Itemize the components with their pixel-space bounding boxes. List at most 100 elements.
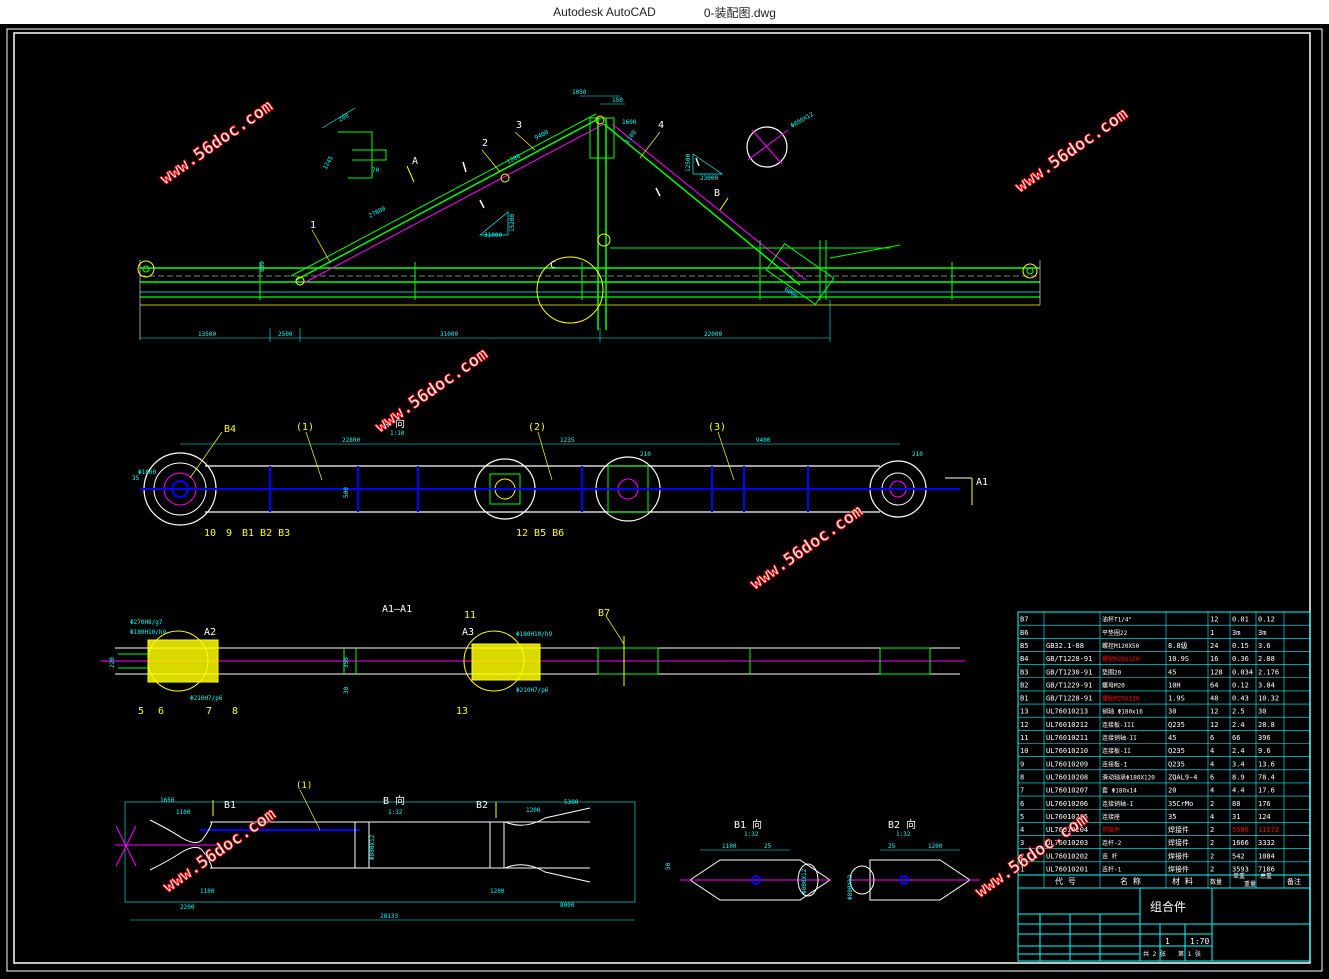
bom-cell-code: GB/T1228-91 — [1046, 695, 1092, 703]
bom-cell-total: 1084 — [1258, 852, 1275, 860]
view-b: B1 B2 B 向 1:32 (1) 1650 1100 1100 2200 2… — [115, 781, 636, 921]
bom-cell-id: 2 — [1020, 852, 1024, 860]
dim-b-28133: 28133 — [380, 913, 398, 920]
bom-cell-id: 11 — [1020, 734, 1028, 742]
bom-cell-mat: ZQAL9-4 — [1168, 773, 1198, 781]
view-a-title: A 向 — [383, 417, 405, 430]
bom-cell-code: UL76010210 — [1046, 747, 1088, 755]
view-a1-section: A1—A1 A2 A3 11 B7 5 6 7 8 13 Φ270H8/g7 Φ… — [100, 604, 965, 717]
part-label-1: 1 — [310, 220, 316, 231]
paren-label-2: (2) — [528, 422, 546, 433]
bom-cell-unit: 2.4 — [1232, 747, 1245, 755]
bom-cell-mat: Q235 — [1168, 721, 1185, 729]
bom-cell-unit: 5586 — [1232, 826, 1249, 834]
bom-cell-code: UL76010211 — [1046, 734, 1088, 742]
bom-cell-name: 油杯T1/4" — [1102, 616, 1132, 624]
dim-top-1600: 1600 — [622, 119, 637, 126]
bom-cell-code: GB32.1-88 — [1046, 642, 1084, 650]
dim-b1-50: 50 — [665, 862, 672, 870]
bom-cell-total: 3.6 — [1258, 642, 1271, 650]
dim-27800: 27800 — [368, 205, 388, 220]
bom-cell-qty: 12 — [1210, 721, 1218, 729]
paren-label-1: (1) — [296, 422, 314, 433]
dim-det-200: 200 — [338, 112, 351, 124]
bom-cell-id: 8 — [1020, 773, 1024, 781]
bom-cell-qty: 2 — [1210, 800, 1214, 808]
outer-frame — [6, 28, 1323, 972]
bom-cell-code: UL76010202 — [1046, 852, 1088, 860]
dim-bot-31000: 31000 — [440, 331, 458, 338]
dim-a-1800: Φ1800 — [138, 469, 156, 476]
bom-cell-total: 3.84 — [1258, 681, 1275, 689]
view-a1-title: A1—A1 — [382, 604, 412, 615]
label-8: 8 — [232, 706, 238, 717]
bom-cell-unit: 0.034 — [1232, 668, 1253, 676]
drawing-svg[interactable]: 1 2 3 4 A B C 1050 150 1600 1100 27800 9… — [0, 24, 1329, 975]
label-b1: B1 — [224, 800, 236, 811]
dim-circ: Φ800X12 — [790, 111, 816, 130]
bom-cell-unit: 8.9 — [1232, 773, 1245, 781]
bom-cell-total: 30 — [1258, 708, 1266, 716]
view-label-b: B — [714, 188, 720, 199]
watermark-3: www.56doc.com — [371, 344, 491, 437]
bom-cell-unit: 0.12 — [1232, 681, 1249, 689]
fit-1: Φ270H8/g7 — [130, 619, 163, 626]
bom-cell-id: B5 — [1020, 642, 1028, 650]
bom-cell-name: 销轴 Φ180x16 — [1102, 708, 1143, 716]
view-b1: B1 向 1:32 1100 25 50 Φ800X12 — [665, 818, 831, 901]
bom-cell-id: 1 — [1020, 866, 1024, 874]
dim-b-2200: 2200 — [180, 904, 195, 911]
label-a3: A3 — [462, 627, 474, 638]
fit-5: Φ210H7/p6 — [516, 687, 549, 694]
view-label-a: A — [412, 156, 418, 167]
bom-cell-unit: 542 — [1232, 852, 1245, 860]
dim-top-1050: 1050 — [572, 89, 587, 96]
bom-cell-mat: 30 — [1168, 708, 1176, 716]
drawing-canvas[interactable]: 1 2 3 4 A B C 1050 150 1600 1100 27800 9… — [0, 24, 1329, 975]
view-b1-scale: 1:32 — [744, 831, 759, 838]
dim-a-9400: 9400 — [756, 437, 771, 444]
bom-cell-name: 套 Φ180x14 — [1102, 787, 1137, 795]
dim-bot-22000: 22000 — [704, 331, 722, 338]
bom-header-unit: 单重 — [1233, 872, 1245, 880]
bom-cell-code: UL76010207 — [1046, 787, 1088, 795]
bom-cell-total: 9.6 — [1258, 747, 1271, 755]
bom-cell-unit: 2.5 — [1232, 708, 1245, 716]
dim-b-dia: Φ800X12 — [369, 834, 376, 860]
dim-b-1200a: 1200 — [526, 807, 541, 814]
dim-b2-25: 25 — [888, 843, 896, 850]
bom-cell-code: UL76010204 — [1046, 826, 1088, 834]
bom-cell-unit: 2.4 — [1232, 721, 1245, 729]
dim-top-150: 150 — [612, 97, 623, 104]
bom-cell-code: UL76010212 — [1046, 721, 1088, 729]
bom-cell-mat: 焊接件 — [1168, 838, 1189, 847]
dim-small-800: 800 — [259, 261, 266, 272]
bom-cell-qty: 48 — [1210, 695, 1218, 703]
dim-slope-31000: 31000 — [484, 232, 502, 239]
bom-header-total: 总重 — [1260, 872, 1272, 880]
bom-header-weight: 重量 — [1244, 880, 1256, 888]
bom-cell-total: 17.6 — [1258, 787, 1275, 795]
label-11: 11 — [464, 610, 476, 621]
bom-cell-total: 10.32 — [1258, 695, 1279, 703]
app-title: Autodesk AutoCAD — [553, 5, 656, 19]
bom-cell-id: 4 — [1020, 826, 1024, 834]
bom-cell-total: 11172 — [1258, 826, 1279, 834]
bom-cell-qty: 12 — [1210, 708, 1218, 716]
watermark-4: www.56doc.com — [746, 501, 866, 594]
title-block-name: 组合件 — [1150, 899, 1186, 914]
bom-cell-name: 连接销轴-I — [1102, 800, 1134, 808]
bom-cell-qty: 128 — [1210, 668, 1223, 676]
callout-9: 9 — [226, 528, 232, 539]
bom-header-name: 名 称 — [1120, 876, 1141, 886]
bom-cell-name: 螺栓M20X130 — [1102, 695, 1140, 703]
view-a-scale: 1:10 — [390, 430, 405, 437]
title-block-sheet-no: 1 — [1165, 937, 1170, 946]
bom-cell-code: UL76010208 — [1046, 773, 1088, 781]
bom-cell-id: B3 — [1020, 668, 1028, 676]
dim-a1-30: 30 — [343, 686, 350, 694]
bom-cell-name: 连接板-II — [1102, 747, 1131, 755]
view-a-arrow: A1 — [976, 477, 988, 488]
bom-header-note: 备注 — [1287, 877, 1301, 886]
bom-cell-qty: 12 — [1210, 616, 1218, 624]
